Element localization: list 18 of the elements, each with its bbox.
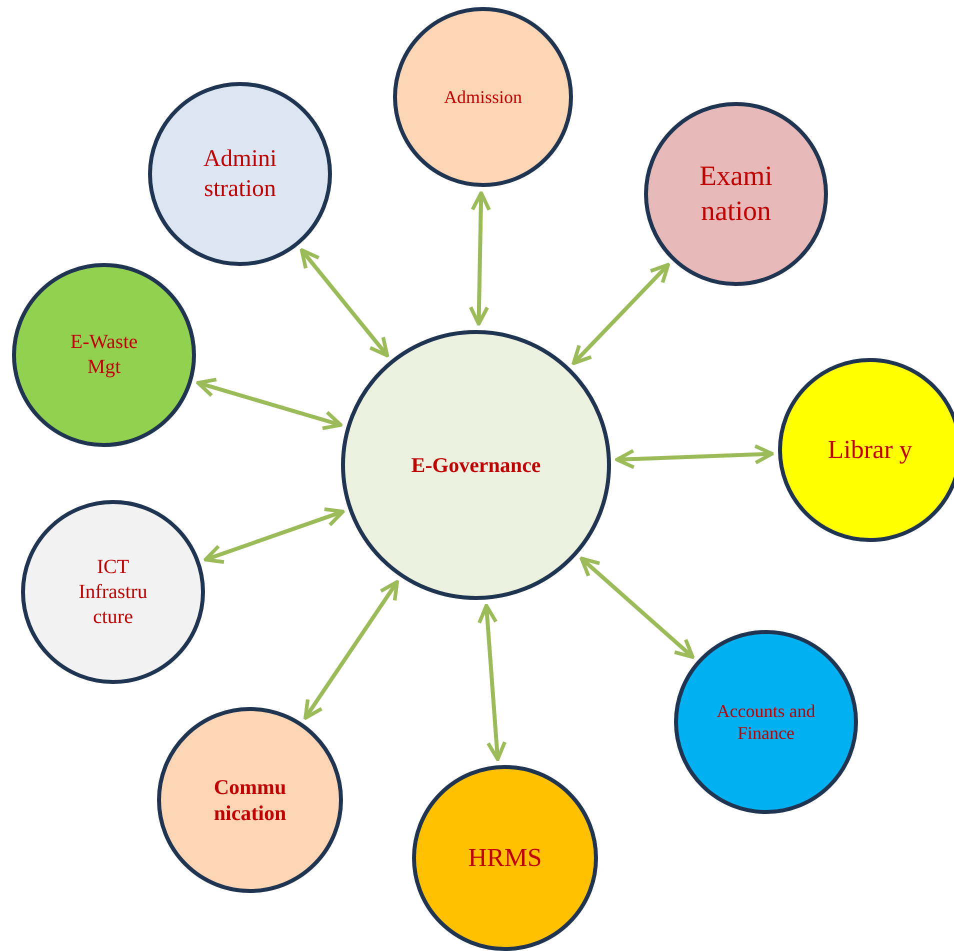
node-label: Librar y <box>828 434 912 466</box>
double-arrow <box>477 604 507 762</box>
node-label: HRMS <box>467 842 543 874</box>
double-arrow <box>468 191 492 326</box>
node-label: Commu nication <box>212 774 288 826</box>
node-label: Accounts and Finance <box>716 700 816 744</box>
double-arrow <box>580 556 694 659</box>
double-arrow <box>615 444 774 470</box>
double-arrow <box>300 248 390 358</box>
node-label: Admission <box>442 86 523 108</box>
double-arrow <box>572 262 670 366</box>
double-arrow <box>196 378 343 430</box>
node-label: E-Governance <box>410 452 542 478</box>
node-label: E-Waste Mgt <box>69 330 139 380</box>
node-label: ICT Infrastru cture <box>78 554 148 630</box>
node-label: Exami nation <box>698 160 774 229</box>
double-arrow <box>304 580 399 720</box>
node-label: Admini stration <box>202 145 278 204</box>
